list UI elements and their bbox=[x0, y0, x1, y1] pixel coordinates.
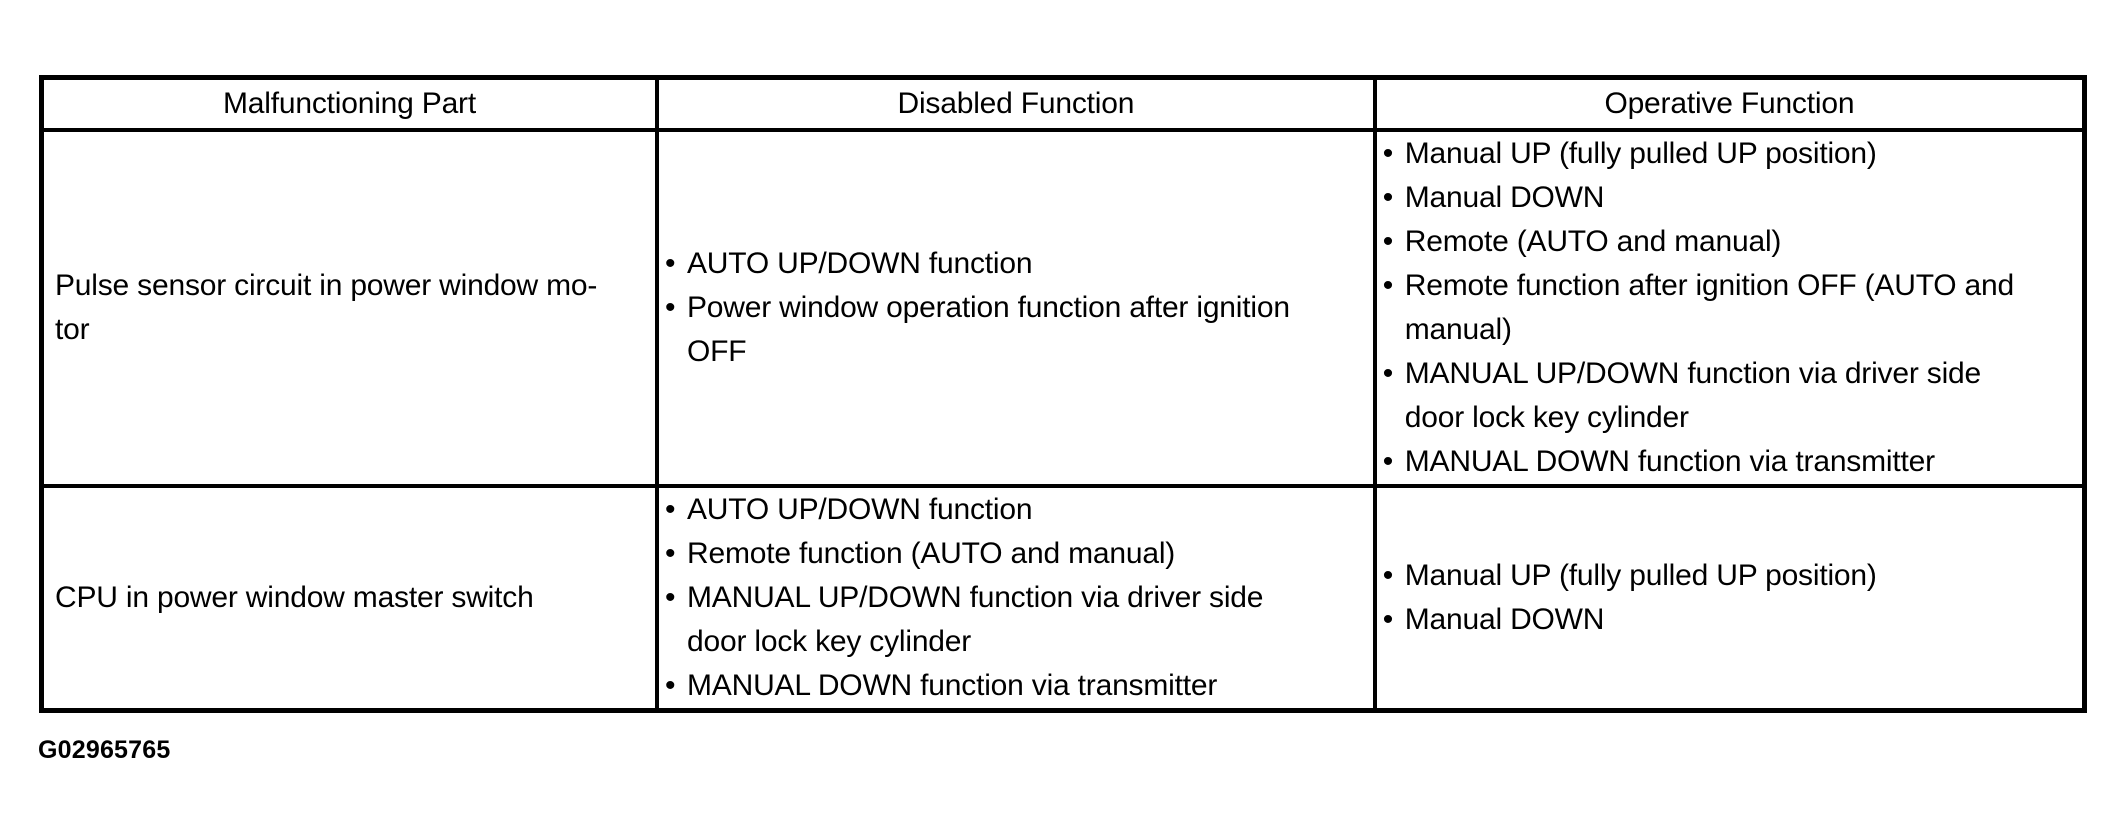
bullet-icon: • bbox=[665, 493, 676, 526]
list-item: • Manual UP (fully pulled UP position) bbox=[1381, 134, 2078, 176]
list-item: • MANUAL DOWN function via transmitter bbox=[663, 664, 1369, 707]
list-item-text: Remote (AUTO and manual) bbox=[1404, 225, 1782, 258]
list-item: • MANUAL UP/DOWN function via driver sid… bbox=[663, 576, 1369, 664]
column-header-malfunctioning-part: Malfunctioning Part bbox=[39, 75, 659, 132]
list-item-text: AUTO UP/DOWN function bbox=[687, 247, 1033, 280]
list-item-text: MANUAL UP/DOWN function via driver side … bbox=[1404, 357, 1981, 434]
figure-code: G02965765 bbox=[38, 736, 171, 764]
list-item-text: Remote function after ignition OFF (AUTO… bbox=[1404, 269, 2014, 346]
bullet-icon: • bbox=[1382, 181, 1394, 214]
column-header-disabled-function: Disabled Function bbox=[655, 75, 1377, 132]
column-header-operative-function: Operative Function bbox=[1372, 75, 2087, 132]
malfunction-table: Malfunctioning Part Disabled Function Op… bbox=[39, 75, 2087, 713]
list-item-text: Remote function (AUTO and manual) bbox=[687, 537, 1176, 570]
list-item-text: Manual DOWN bbox=[1404, 181, 1605, 214]
disabled-function-cell: • AUTO UP/DOWN function • Power window o… bbox=[655, 128, 1377, 488]
list-item: • Remote function (AUTO and manual) bbox=[663, 532, 1369, 576]
list-item: • MANUAL DOWN function via transmitter bbox=[1381, 440, 2078, 482]
bullet-icon: • bbox=[1382, 603, 1394, 636]
list-item-text: Manual UP (fully pulled UP position) bbox=[1404, 559, 1877, 592]
disabled-function-cell: • AUTO UP/DOWN function • Remote functio… bbox=[655, 484, 1377, 713]
bullet-icon: • bbox=[1382, 357, 1394, 390]
list-item-text: MANUAL UP/DOWN function via driver side … bbox=[687, 581, 1264, 658]
malfunctioning-part-cell: Pulse sensor circuit in power window mo-… bbox=[39, 128, 659, 488]
operative-function-cell: • Manual UP (fully pulled UP position) •… bbox=[1372, 484, 2087, 713]
bullet-icon: • bbox=[665, 669, 676, 702]
bullet-icon: • bbox=[1382, 137, 1394, 170]
list-item-text: MANUAL DOWN function via transmitter bbox=[687, 669, 1218, 702]
list-item: • Manual DOWN bbox=[1381, 176, 2078, 220]
bullet-icon: • bbox=[1382, 269, 1394, 302]
list-item-text: Manual UP (fully pulled UP position) bbox=[1404, 137, 1877, 170]
list-item-text: AUTO UP/DOWN function bbox=[687, 493, 1033, 526]
bullet-icon: • bbox=[665, 291, 676, 324]
list-item: • Remote (AUTO and manual) bbox=[1381, 220, 2078, 264]
list-item: • Manual DOWN bbox=[1381, 598, 2078, 642]
operative-function-cell: • Manual UP (fully pulled UP position) •… bbox=[1372, 128, 2087, 488]
bullet-icon: • bbox=[1382, 225, 1394, 258]
list-item: • Manual UP (fully pulled UP position) bbox=[1381, 554, 2078, 598]
bullet-icon: • bbox=[665, 247, 676, 280]
list-item-text: Power window operation function after ig… bbox=[687, 291, 1290, 368]
malfunctioning-part-cell: CPU in power window master switch bbox=[39, 484, 659, 713]
bullet-icon: • bbox=[1382, 445, 1394, 478]
bullet-icon: • bbox=[1382, 559, 1394, 592]
table-header-row: Malfunctioning Part Disabled Function Op… bbox=[39, 75, 2087, 132]
list-item-text: Manual DOWN bbox=[1404, 603, 1605, 636]
list-item-text: MANUAL DOWN function via transmitter bbox=[1404, 445, 1935, 478]
list-item: • MANUAL UP/DOWN function via driver sid… bbox=[1381, 352, 2078, 440]
list-item: • Power window operation function after … bbox=[663, 286, 1369, 374]
table-row: Pulse sensor circuit in power window mo-… bbox=[39, 128, 2087, 488]
bullet-icon: • bbox=[665, 537, 676, 570]
list-item: • AUTO UP/DOWN function bbox=[663, 490, 1369, 532]
table-row: CPU in power window master switch • AUTO… bbox=[39, 484, 2087, 713]
list-item: • AUTO UP/DOWN function bbox=[663, 242, 1369, 286]
list-item: • Remote function after ignition OFF (AU… bbox=[1381, 264, 2078, 352]
bullet-icon: • bbox=[665, 581, 676, 614]
